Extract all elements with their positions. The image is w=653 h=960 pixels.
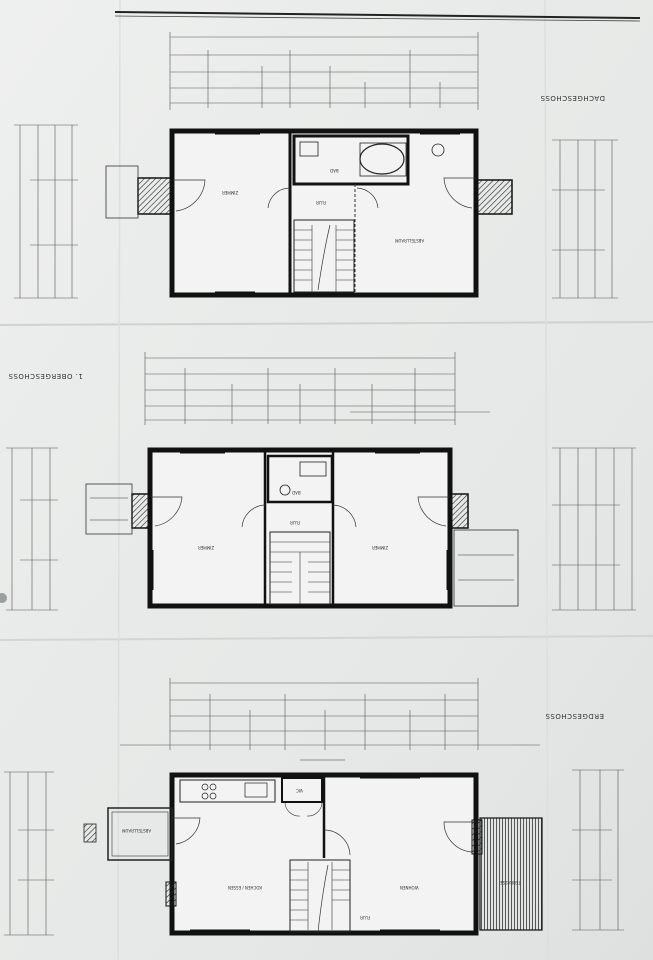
floor-title-erdgeschoss: ERDGESCHOSS: [545, 712, 605, 720]
terrace-deck: [479, 817, 543, 931]
fold-crease: [117, 0, 121, 960]
sink: [299, 461, 327, 477]
dimension-lines: [14, 124, 618, 299]
room-label-terrasse: TERRASSE: [500, 880, 521, 885]
room-label-flur: FLUR: [360, 915, 371, 920]
kitchen-sink: [244, 782, 268, 798]
door-swing: [150, 496, 183, 527]
door-swing: [172, 817, 201, 845]
room-label-wohnen: WOHNEN: [400, 885, 419, 890]
plan-dachgeschoss: [14, 32, 618, 299]
stair-treads: [270, 541, 330, 604]
terrace-step: [471, 819, 483, 855]
bathtub-frame: [359, 142, 407, 177]
room-label-zimmer: ZIMMER: [222, 190, 239, 195]
sheet-border: [114, 11, 641, 19]
staircase: [289, 859, 351, 933]
windows: [147, 447, 453, 590]
door-swing: [241, 504, 266, 528]
dimension-lines: [144, 352, 490, 425]
balcony-left: [131, 493, 151, 529]
staircase: [293, 219, 355, 293]
punch-hole: [0, 593, 7, 603]
balcony-right: [475, 179, 513, 215]
plan-erdgeschoss: [4, 678, 624, 936]
windows: [215, 128, 460, 298]
room-label-abstellraum: ABSTELLRAUM: [122, 828, 152, 833]
door-swing: [356, 187, 379, 209]
door-swing: [443, 821, 476, 853]
stair-treads: [294, 225, 354, 292]
room-label-wc: WC: [296, 788, 303, 793]
door-swing: [306, 801, 323, 817]
sink: [299, 141, 319, 157]
balcony-right: [449, 493, 469, 529]
wc-wall: [281, 777, 323, 803]
door-swing: [417, 496, 450, 527]
room-label-abstellraum: ABSTELLRAUM: [395, 238, 425, 243]
door-swing: [172, 179, 206, 212]
dimension-lines: [169, 32, 479, 110]
stove-burner: [209, 792, 217, 800]
door-swing: [323, 829, 351, 856]
stair-direction: [317, 864, 329, 933]
stove-burner: [201, 783, 209, 791]
bathroom-wall: [292, 134, 410, 186]
balcony-left: [137, 177, 173, 215]
sheet-border: [114, 15, 641, 22]
toilet: [279, 484, 291, 496]
floor-title-dachgeschoss: DACHGESCHOSS: [540, 94, 605, 102]
storage-room: [107, 807, 173, 861]
room-label-flur: FLUR: [290, 520, 301, 525]
door-swing: [267, 187, 291, 209]
dimension-lines: [4, 769, 624, 936]
door-swing: [443, 177, 476, 209]
bathroom-wall: [266, 454, 334, 504]
balcony-railing: [453, 529, 519, 607]
fold-crease: [544, 0, 549, 960]
stair-treads: [290, 862, 350, 930]
room-label-kochen-essen: KOCHEN / ESSEN: [228, 885, 262, 890]
chimney: [83, 823, 97, 843]
room-label-zimmer-rechts: ZIMMER: [372, 545, 389, 550]
room-label-zimmer-links: ZIMMER: [198, 545, 215, 550]
door-swing: [332, 504, 357, 528]
dimension-lines: [120, 678, 540, 750]
room-label-bad: BAD: [292, 490, 301, 495]
room-label-flur: FLUR: [316, 200, 327, 205]
room-label-bad: BAD: [330, 168, 339, 173]
balcony-railing: [85, 483, 133, 535]
door-swing: [284, 801, 301, 817]
fold-crease: [0, 635, 653, 641]
balcony-railing: [105, 165, 139, 219]
fold-crease: [0, 321, 653, 326]
toilet: [431, 143, 445, 157]
stair-direction: [317, 224, 331, 291]
stove-burner: [209, 783, 217, 791]
floor-title-obergeschoss: 1. OBERGESCHOSS: [8, 372, 83, 380]
windows: [190, 772, 440, 936]
kitchen-counter: [179, 779, 276, 803]
plan-obergeschoss: [6, 352, 636, 611]
outer-wall: [169, 128, 479, 298]
entrance-step: [165, 881, 177, 907]
dimension-lines: [6, 447, 636, 611]
stove-burner: [201, 792, 209, 800]
